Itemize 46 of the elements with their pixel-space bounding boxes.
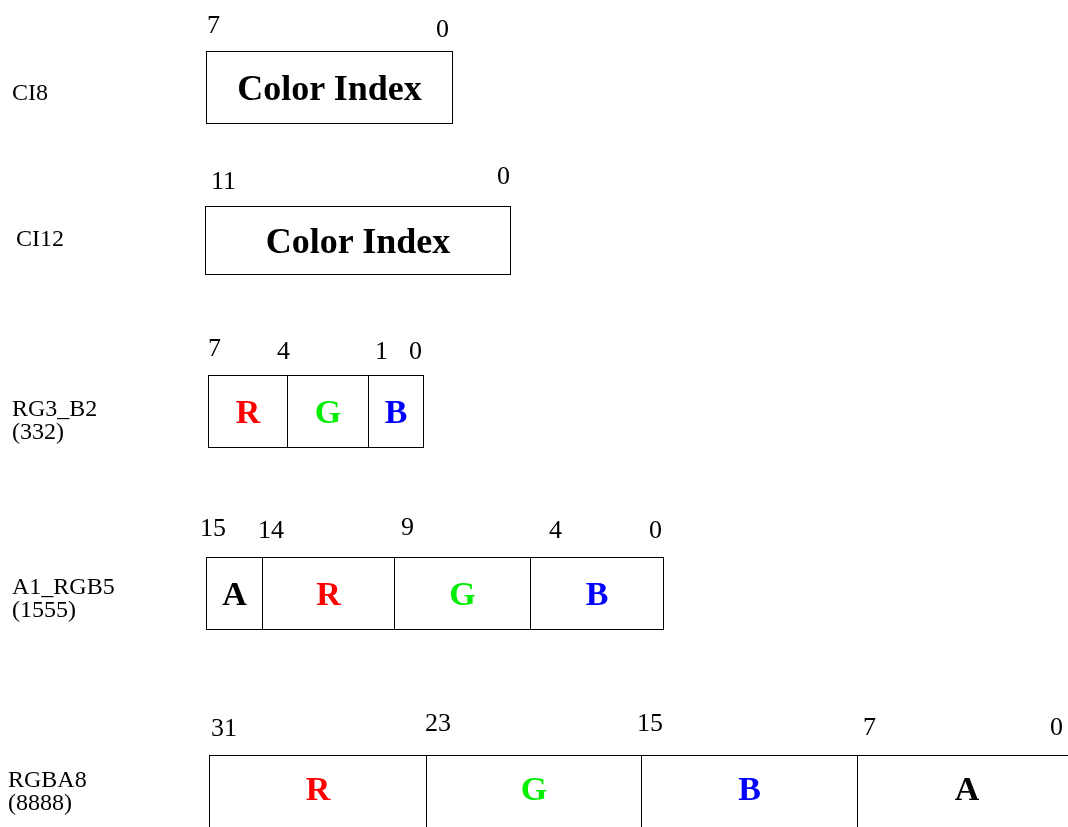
field-label: R <box>235 392 261 431</box>
bit-number: 7 <box>863 714 876 740</box>
field-label: B <box>384 392 408 431</box>
bit-number: 0 <box>497 163 510 189</box>
bit-number: 4 <box>277 338 290 364</box>
field-label: Color Index <box>265 219 451 262</box>
field-label: G <box>449 574 476 613</box>
bit-number: 11 <box>211 168 237 194</box>
bit-number: 15 <box>637 710 663 736</box>
bit-number: 4 <box>549 517 562 543</box>
field-label: B <box>738 770 761 808</box>
bit-number: 0 <box>409 338 422 364</box>
bit-field <box>205 206 511 275</box>
format-name: A1_RGB5 (1555) <box>12 575 116 621</box>
format-name: CI8 <box>12 80 48 104</box>
bit-field <box>206 51 453 124</box>
format-name: RGBA8 (8888) <box>8 768 88 814</box>
field-label: R <box>316 574 341 613</box>
bit-number: 23 <box>425 710 451 736</box>
bit-number: 9 <box>401 514 414 540</box>
bit-number: 15 <box>200 515 226 541</box>
bit-number: 7 <box>207 12 220 38</box>
field-label: Color Index <box>237 66 422 109</box>
bit-field <box>209 755 427 827</box>
bit-field <box>394 557 531 630</box>
field-label: A <box>222 574 247 613</box>
bit-field <box>530 557 664 630</box>
field-label: G <box>520 770 548 808</box>
field-label: B <box>585 574 609 613</box>
format-name: CI12 <box>16 226 64 250</box>
bit-number: 1 <box>375 338 388 364</box>
bit-field <box>368 375 424 448</box>
field-label: A <box>954 770 980 808</box>
bit-number: 0 <box>649 517 662 543</box>
bit-number: 0 <box>436 16 449 42</box>
field-label: R <box>305 770 331 808</box>
bit-number: 0 <box>1050 714 1063 740</box>
bit-field <box>287 375 369 448</box>
bit-number: 14 <box>258 517 284 543</box>
field-label: G <box>314 392 342 431</box>
format-name: RG3_B2 (332) <box>12 397 99 443</box>
bit-field <box>262 557 395 630</box>
bit-number: 31 <box>211 715 237 741</box>
bit-field <box>208 375 288 448</box>
bit-field <box>206 557 263 630</box>
bit-number: 7 <box>208 335 221 361</box>
